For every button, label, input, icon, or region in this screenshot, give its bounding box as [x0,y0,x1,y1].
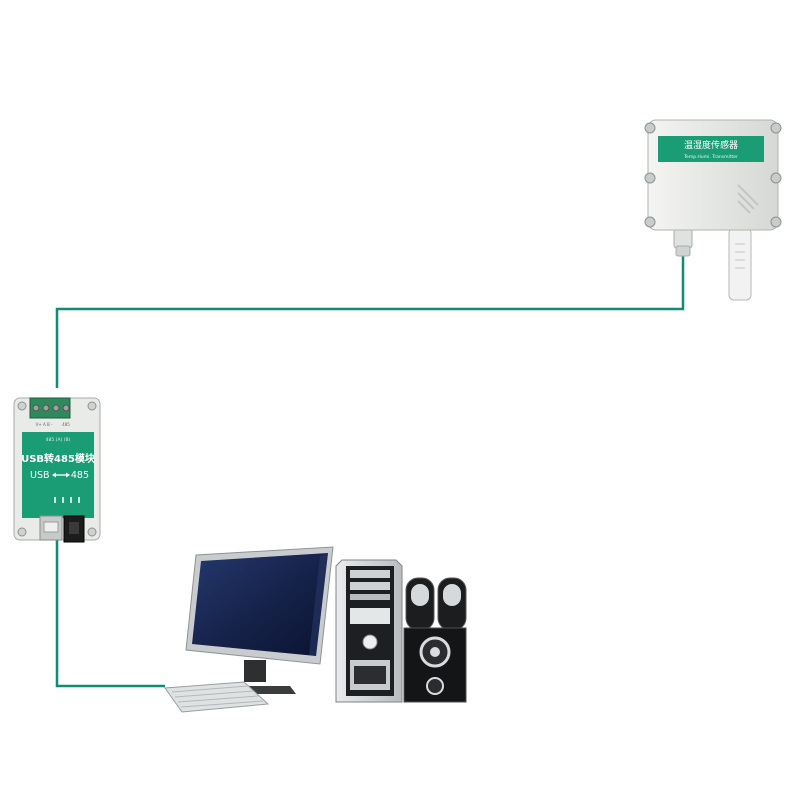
usb-port-icon [40,516,62,540]
screw-icon [645,217,655,227]
terminal-block [30,398,70,418]
pin-row-label: 485 (A) (B) [46,437,71,443]
speaker-right [438,578,466,630]
screw-icon [771,123,781,133]
usb-label: USB [30,470,50,481]
power-button-icon [363,635,377,649]
screw-icon [645,173,655,183]
usb-cable [57,540,165,686]
screw-icon [771,173,781,183]
dc-jack-icon [64,516,84,542]
screw-icon [88,528,96,536]
sensor-title: 温湿度传感器 [684,139,738,151]
desktop-computer [165,547,466,712]
terminal-label: V+ A B - [36,422,53,427]
monitor [186,547,333,694]
sensor-subtitle: Temp.Humi. Transmitter [683,154,738,160]
screw-icon [645,123,655,133]
speaker-left [406,578,434,630]
subwoofer [404,628,466,702]
usb-rs485-converter: V+ A B - 485 485 (A) (B) USB转485模块 USB 4… [14,398,100,542]
screw-icon [88,402,96,410]
screw-icon [18,528,26,536]
temp-humidity-sensor: 温湿度传感器 Temp.Humi. Transmitter [645,120,781,300]
humidity-probe [729,228,751,300]
rs485-label: 485 [71,470,89,481]
screw-icon [771,217,781,227]
screw-icon [18,402,26,410]
terminal-label-485: 485 [62,422,70,427]
pc-tower [336,560,402,702]
module-title: USB转485模块 [21,452,96,465]
sensor-cable [57,255,683,388]
